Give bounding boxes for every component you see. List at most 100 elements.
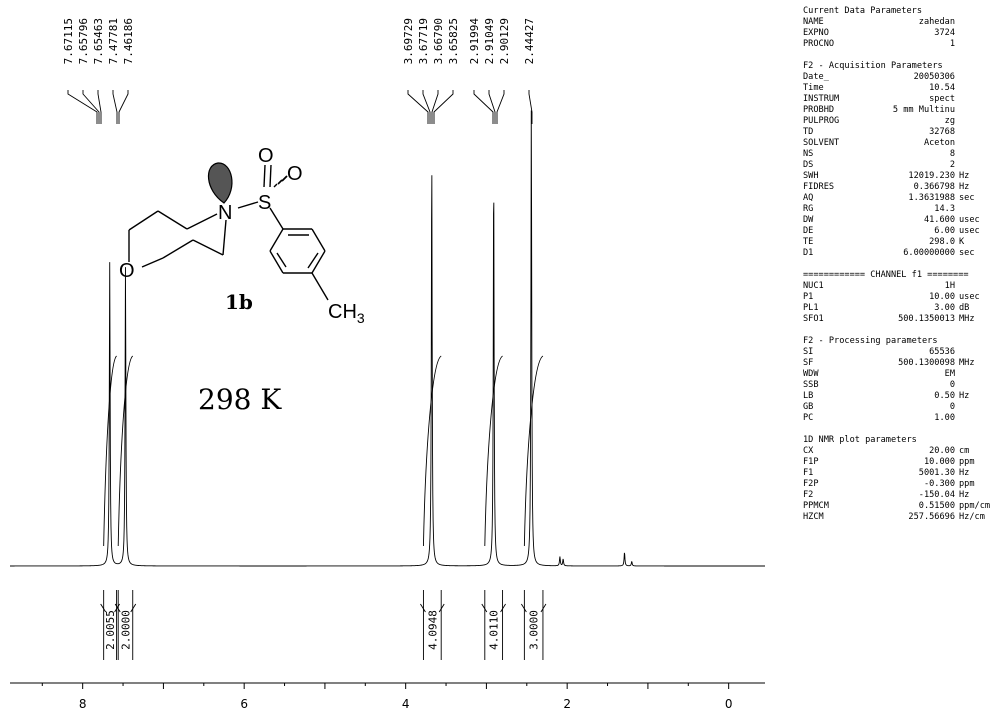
param-key: RG <box>803 204 814 214</box>
bond <box>222 219 227 256</box>
param-key: Time <box>803 83 824 93</box>
bond <box>269 250 284 274</box>
param-value: -150.04 <box>918 490 955 500</box>
integral-tick <box>520 603 527 613</box>
atom-label: CH3 <box>328 301 365 326</box>
axis-tick-label: 0 <box>725 697 733 711</box>
integral-tick <box>500 603 506 613</box>
param-unit <box>955 39 993 50</box>
axis-tick-label: 4 <box>402 697 410 711</box>
param-key: F2P <box>803 479 819 489</box>
axis-tick-label: 6 <box>240 697 248 711</box>
peak-leader-line <box>433 90 454 124</box>
compound-label: 1b <box>225 290 253 314</box>
param-value: 2 <box>949 160 955 170</box>
param-key: TE <box>803 237 814 247</box>
param-value: 0 <box>949 402 955 412</box>
bond <box>192 239 224 256</box>
param-unit: usec <box>959 226 980 236</box>
param-unit <box>955 83 993 94</box>
param-key: SOLVENT <box>803 138 840 148</box>
param-unit: ppm <box>959 457 975 467</box>
bond <box>269 207 284 230</box>
peak-leader-line <box>422 90 431 124</box>
peak-leader-line <box>528 90 533 124</box>
param-key: SWH <box>803 171 819 181</box>
peak-shift-label: 2.90129 <box>498 18 511 64</box>
atom-label: O <box>287 163 303 185</box>
param-unit: usec <box>959 215 980 225</box>
peak-shift-label: 7.65463 <box>92 18 105 64</box>
peak-shift-label: 3.69729 <box>402 18 415 64</box>
param-unit <box>955 72 993 83</box>
param-key: EXPNO <box>803 28 829 38</box>
atom-label: O <box>119 260 135 282</box>
param-value: 10.000 <box>923 457 955 467</box>
param-row: DE 6.00 usec <box>803 226 993 237</box>
molecule-structure: N S O O O CH3 <box>119 145 365 326</box>
bond <box>162 239 194 259</box>
param-value: 5 mm Multinu <box>892 105 955 115</box>
param-value: zahedan <box>918 17 955 27</box>
param-value: 298.0 <box>929 237 955 247</box>
bond <box>269 228 284 252</box>
param-key: PULPROG <box>803 116 840 126</box>
peak-shift-label: 2.91049 <box>483 18 496 64</box>
param-unit: cm <box>959 446 970 456</box>
param-value: 257.56696 <box>908 512 955 522</box>
param-key: SI <box>803 347 814 357</box>
param-row: Date_20050306 <box>803 72 993 83</box>
param-value: 5001.30 <box>918 468 955 478</box>
integral-value: 3.0000 <box>528 610 541 650</box>
param-unit: ppm/cm <box>959 501 991 511</box>
param-unit <box>955 105 993 116</box>
param-value: 500.1300098 <box>898 358 955 368</box>
bond <box>281 175 288 182</box>
param-value: 0.366798 <box>913 182 955 192</box>
param-unit: ppm <box>959 479 975 489</box>
param-key: DE <box>803 226 814 236</box>
axis-tick-label: 8 <box>79 697 87 711</box>
bond <box>157 210 188 230</box>
param-value: 65536 <box>929 347 955 357</box>
peak-shift-label: 3.67719 <box>417 18 430 64</box>
peak-shift-label: 7.47781 <box>107 18 120 64</box>
bond <box>276 252 287 268</box>
param-unit <box>955 149 993 160</box>
peak-leader-line <box>473 90 494 124</box>
integral-bracket <box>103 590 118 660</box>
integral-curve <box>422 355 442 547</box>
param-value: EM <box>944 369 955 379</box>
param-key: INSTRUM <box>803 94 840 104</box>
bond <box>311 272 329 301</box>
param-value: 10.00 <box>929 292 955 302</box>
spectrum-line <box>10 110 765 567</box>
integral-tick <box>130 603 137 613</box>
param-unit: Hz <box>959 391 970 401</box>
param-value: 6.00 <box>934 226 955 236</box>
peak-leader-line <box>118 90 129 124</box>
integral-tick <box>100 603 107 613</box>
param-unit <box>955 380 993 391</box>
bond <box>277 179 283 185</box>
param-key: PROCNO <box>803 39 835 49</box>
param-key: HZCM <box>803 512 824 522</box>
param-value: 12019.230 <box>908 171 955 181</box>
bond <box>186 213 218 230</box>
